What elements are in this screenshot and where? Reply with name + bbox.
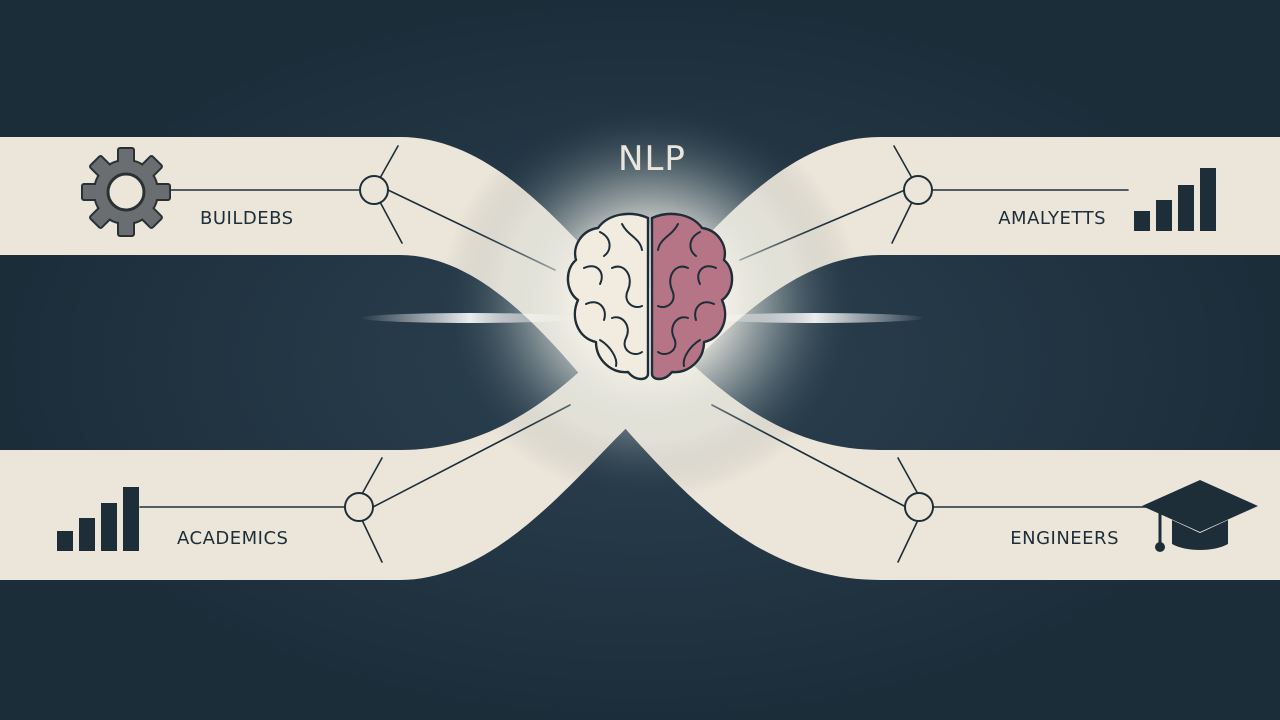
circuit-lines	[139, 145, 1151, 563]
bar-chart-icon	[1134, 168, 1216, 231]
node-label-academics: ACADEMICS	[177, 528, 288, 549]
node-label-engineers: ENGINEERS	[1010, 528, 1119, 549]
diagram-title: NLP	[618, 139, 686, 179]
graduation-cap-icon	[1142, 480, 1258, 552]
node-label-builders: BUILDEBS	[200, 208, 294, 229]
center-glow	[360, 100, 925, 500]
brain-icon	[566, 212, 734, 381]
gear-icon	[81, 147, 171, 237]
node-label-analysts: AMALYETTS	[998, 208, 1106, 229]
bar-chart-icon	[57, 487, 139, 551]
circuit-nodes	[344, 175, 934, 522]
